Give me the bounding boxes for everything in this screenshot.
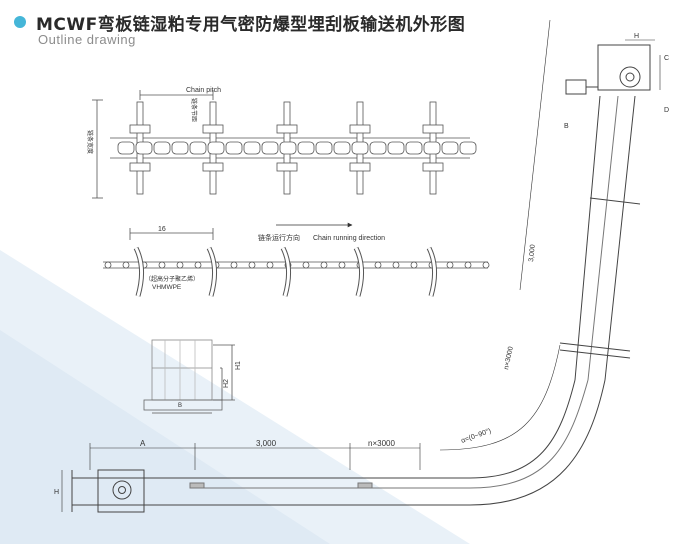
head-h-label: H (634, 33, 639, 40)
side-flight-inner (281, 247, 290, 297)
cross-h1-label: H1 (235, 361, 242, 370)
chain-link (333, 141, 351, 155)
dim-3000-bottom-label: 3,000 (256, 439, 277, 448)
chain-pin (302, 261, 310, 269)
dim-16-label: 16 (158, 226, 166, 233)
side-flight-inner (354, 247, 363, 297)
chain-pin (104, 261, 112, 269)
angle-label: α=(0~90°) (460, 427, 492, 445)
dim-3000-incline-label: 3,000 (528, 244, 537, 262)
chain-pin (374, 261, 382, 269)
chain-pin (158, 261, 166, 269)
chain-width-label: 链条宽度 (86, 130, 94, 154)
page-subtitle: Outline drawing (38, 32, 136, 47)
side-chain-flights (133, 246, 437, 297)
chain-link (351, 141, 369, 155)
flight-clamp (202, 162, 224, 172)
chain-plan-view (92, 90, 477, 199)
flight-clamp (349, 124, 371, 134)
tail-h-label: H (54, 489, 59, 496)
chain-pin (230, 261, 238, 269)
chain-pin (464, 261, 472, 269)
side-flight-inner (134, 247, 143, 297)
cross-section (143, 339, 235, 414)
chain-link (225, 141, 243, 155)
cross-b-label: B (178, 403, 182, 409)
flight-clamp (422, 124, 444, 134)
chain-link (117, 141, 135, 155)
chain-links (117, 141, 477, 155)
chain-pin (194, 261, 202, 269)
chain-link (261, 141, 279, 155)
flight-clamp (129, 124, 151, 134)
chain-pin (122, 261, 130, 269)
conveyor-body (61, 19, 661, 513)
chain-pin (266, 261, 274, 269)
head-b-label: B (564, 123, 569, 130)
chain-link (189, 141, 207, 155)
chain-link (315, 141, 333, 155)
side-flight-inner (207, 247, 216, 297)
chain-pin (446, 261, 454, 269)
flight-clamp (349, 162, 371, 172)
chain-link (441, 141, 459, 155)
chain-side-view (103, 222, 490, 297)
dim-nx3000-incline-label: n×3000 (503, 346, 515, 371)
flight-clamp (129, 162, 151, 172)
direction-cn-label: 链条运行方向 (258, 233, 300, 242)
chain-pin (176, 261, 184, 269)
chain-pin (338, 261, 346, 269)
flight-clamp (276, 124, 298, 134)
chain-link (135, 141, 153, 155)
chain-pin (392, 261, 400, 269)
flight-clamp (276, 162, 298, 172)
bullet-dot (14, 16, 26, 28)
dim-nx3000-bottom-label: n×3000 (368, 439, 395, 448)
chain-pitch-cn-label: 链条节距 (190, 98, 198, 122)
chain-link (369, 141, 387, 155)
flight-clamp (422, 162, 444, 172)
page-title: MCWF弯板链湿粕专用气密防爆型埋刮板输送机外形图 (36, 15, 466, 35)
chain-link (243, 141, 261, 155)
chain-link (423, 141, 441, 155)
dim-a-label: A (140, 439, 146, 448)
chain-link (171, 141, 189, 155)
chain-pin (482, 261, 490, 269)
chain-link (153, 141, 171, 155)
side-flight-inner (427, 247, 436, 297)
direction-en-label: Chain running direction (313, 235, 385, 242)
chain-pin (248, 261, 256, 269)
chain-pin (320, 261, 328, 269)
chain-pitch-label: Chain pitch (186, 87, 221, 94)
chain-link (405, 141, 423, 155)
chain-link (279, 141, 297, 155)
chain-link (207, 141, 225, 155)
cross-h2-label: H2 (223, 379, 230, 388)
chain-link (297, 141, 315, 155)
material-en-label: VHMWPE (152, 284, 182, 291)
chain-link (459, 141, 477, 155)
flight-clamp (202, 124, 224, 134)
head-c-label: C (664, 55, 669, 62)
chain-link (387, 141, 405, 155)
head-d-label: D (664, 107, 669, 114)
chain-pin (410, 261, 418, 269)
material-cn-label: （超高分子聚乙烯） (145, 275, 199, 283)
